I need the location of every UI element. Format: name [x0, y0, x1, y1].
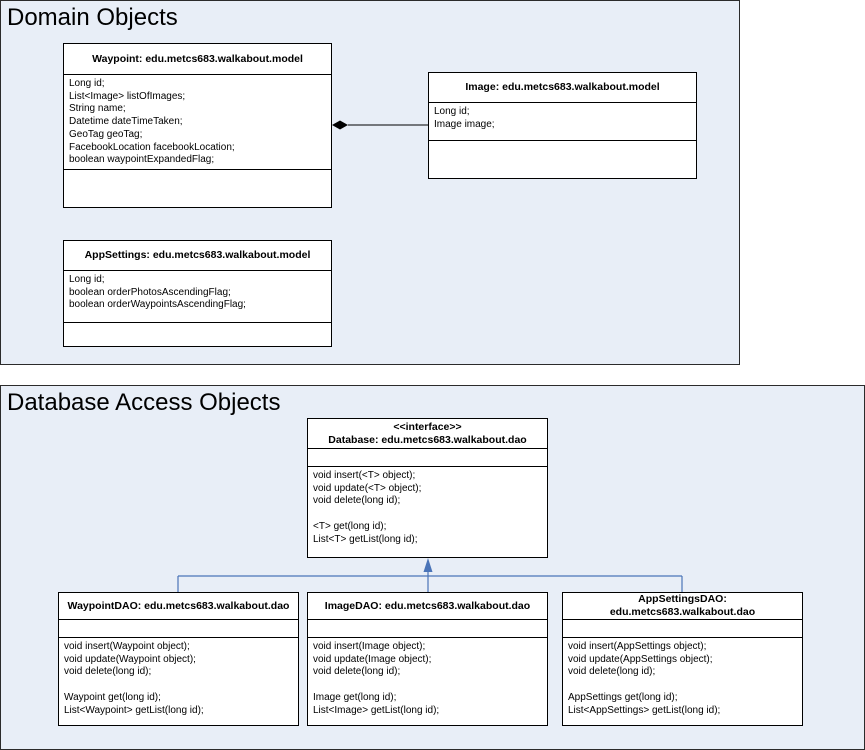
method: void update(Waypoint object); — [64, 653, 196, 665]
attribute: boolean orderWaypointsAscendingFlag; — [69, 299, 246, 311]
inheritance-lines — [177, 572, 683, 592]
database-methods: void insert(<T> object); void update(<T>… — [308, 467, 547, 549]
appsettings-class-name: AppSettings: edu.metcs683.walkabout.mode… — [64, 241, 331, 271]
appsettings-class: AppSettings: edu.metcs683.walkabout.mode… — [63, 240, 332, 347]
method — [313, 679, 542, 692]
image-operations — [429, 141, 696, 147]
attribute: Image image; — [434, 118, 495, 130]
database-attributes — [308, 449, 547, 467]
appsettingsdao-class-name: AppSettingsDAO: edu.metcs683.walkabout.d… — [563, 593, 802, 620]
waypointdao-methods: void insert(Waypoint object); void updat… — [59, 638, 298, 720]
method: List<Waypoint> getList(long id); — [64, 704, 204, 716]
imagedao-methods: void insert(Image object); void update(I… — [308, 638, 547, 720]
attribute: Datetime dateTimeTaken; — [69, 116, 183, 128]
waypointdao-class-name: WaypointDAO: edu.metcs683.walkabout.dao — [59, 593, 298, 620]
method: void delete(long id); — [313, 495, 401, 507]
database-interface-name: <<interface>> Database: edu.metcs683.wal… — [308, 419, 547, 449]
waypoint-attributes: Long id; List<Image> listOfImages; Strin… — [64, 75, 331, 170]
method: void update(<T> object); — [313, 482, 422, 494]
appsettings-operations — [64, 323, 331, 329]
database-access-objects-title: Database Access Objects — [7, 389, 281, 416]
imagedao-class: ImageDAO: edu.metcs683.walkabout.dao voi… — [307, 592, 548, 726]
method: void delete(long id); — [313, 666, 401, 678]
imagedao-attributes — [308, 620, 547, 638]
method: void insert(AppSettings object); — [568, 641, 707, 652]
inheritance-arrowhead — [423, 558, 433, 572]
method — [313, 508, 542, 521]
attribute: Long id; — [434, 106, 470, 117]
domain-objects-title: Domain Objects — [7, 4, 178, 31]
appsettingsdao-name-line1: AppSettingsDAO: — [638, 593, 727, 605]
interface-stereotype: <<interface>> — [393, 420, 462, 433]
method: void insert(Image object); — [313, 641, 426, 652]
method: List<T> getList(long id); — [313, 533, 418, 545]
attribute: GeoTag geoTag; — [69, 128, 143, 140]
attribute: boolean orderPhotosAscendingFlag; — [69, 286, 231, 298]
method: void delete(long id); — [568, 666, 656, 678]
method: void delete(long id); — [64, 666, 152, 678]
attribute: Long id; — [69, 274, 105, 285]
appsettingsdao-attributes — [563, 620, 802, 638]
appsettingsdao-methods: void insert(AppSettings object); void up… — [563, 638, 802, 720]
database-class-name: Database: edu.metcs683.walkabout.dao — [328, 433, 527, 446]
waypointdao-class: WaypointDAO: edu.metcs683.walkabout.dao … — [58, 592, 299, 726]
method: List<Image> getList(long id); — [313, 704, 440, 716]
method: void update(Image object); — [313, 653, 432, 665]
method: Image get(long id); — [313, 691, 397, 703]
method: void update(AppSettings object); — [568, 653, 713, 665]
appsettingsdao-name-line2: edu.metcs683.walkabout.dao — [609, 606, 756, 618]
method: <T> get(long id); — [313, 520, 387, 532]
image-attributes: Long id; Image image; — [429, 103, 696, 141]
composition-diamond — [332, 120, 348, 130]
attribute: boolean waypointExpandedFlag; — [69, 154, 215, 166]
image-class: Image: edu.metcs683.walkabout.model Long… — [428, 72, 697, 179]
method: Waypoint get(long id); — [64, 691, 161, 703]
attribute: Long id; — [69, 78, 105, 89]
waypoint-class: Waypoint: edu.metcs683.walkabout.model L… — [63, 43, 332, 208]
attribute: List<Image> listOfImages; — [69, 90, 186, 102]
method: void insert(<T> object); — [313, 470, 416, 481]
method — [568, 679, 797, 692]
method — [64, 679, 293, 692]
image-class-name: Image: edu.metcs683.walkabout.model — [429, 73, 696, 103]
waypointdao-attributes — [59, 620, 298, 638]
method: AppSettings get(long id); — [568, 691, 678, 703]
attribute: String name; — [69, 103, 126, 115]
appsettings-attributes: Long id; boolean orderPhotosAscendingFla… — [64, 271, 331, 323]
waypoint-operations — [64, 170, 331, 176]
attribute: FacebookLocation facebookLocation; — [69, 141, 235, 153]
imagedao-class-name: ImageDAO: edu.metcs683.walkabout.dao — [308, 593, 547, 620]
database-interface: <<interface>> Database: edu.metcs683.wal… — [307, 418, 548, 558]
method: List<AppSettings> getList(long id); — [568, 704, 721, 716]
waypoint-class-name: Waypoint: edu.metcs683.walkabout.model — [64, 44, 331, 75]
method: void insert(Waypoint object); — [64, 641, 190, 652]
appsettingsdao-class: AppSettingsDAO: edu.metcs683.walkabout.d… — [562, 592, 803, 726]
